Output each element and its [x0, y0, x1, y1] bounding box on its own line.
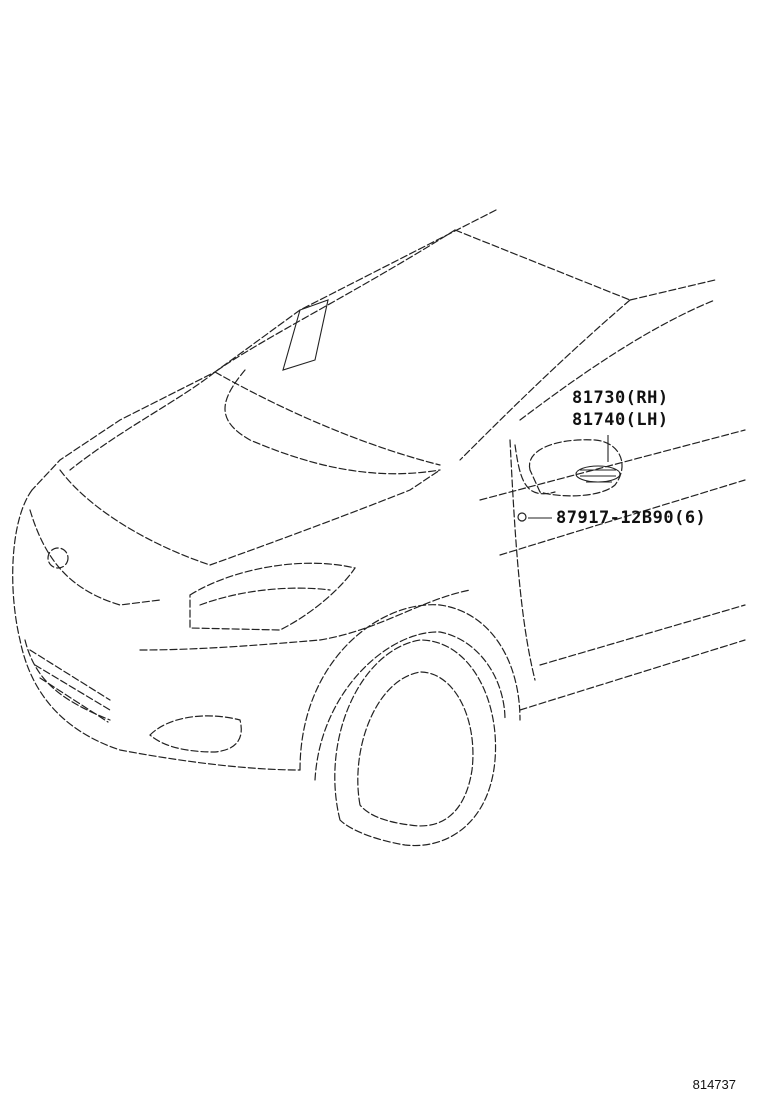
grille-slats	[29, 649, 111, 723]
bumper-outline	[12, 489, 301, 771]
part-number-mirror-rh: 81730(RH)	[572, 388, 669, 408]
door-front-edge	[509, 439, 536, 681]
hood-side-edge	[209, 469, 441, 566]
beltline	[479, 429, 746, 501]
mirror-base	[514, 444, 556, 495]
window-line	[519, 299, 716, 421]
door-lower-line	[539, 604, 746, 666]
headlight-inner	[199, 587, 331, 606]
windshield-left-pillar	[214, 229, 456, 373]
hood-crease-center	[224, 369, 441, 475]
roof-edge-line	[31, 209, 497, 491]
roof-right-line	[629, 279, 716, 301]
windshield-bottom	[214, 371, 441, 466]
hood-crease-left	[69, 371, 216, 471]
tire-outline	[334, 639, 497, 847]
fender-line	[139, 589, 471, 651]
grille-upper	[29, 509, 161, 606]
door-sill	[519, 639, 746, 711]
part-number-screw: 87917-12B90(6)	[556, 508, 707, 528]
windshield-top	[454, 229, 631, 301]
grille-lower	[24, 639, 111, 721]
wheel-arch-inner	[314, 631, 506, 781]
part-number-mirror-lh: 81740(LH)	[572, 410, 669, 430]
screw-part	[517, 512, 527, 522]
rearview-mirror-mount	[282, 299, 329, 371]
emblem-outline	[47, 547, 69, 569]
mirror-cover-hatching	[580, 469, 616, 483]
wheel-arch	[299, 604, 521, 771]
hood-front-edge	[59, 469, 211, 566]
mirror-housing	[528, 439, 623, 497]
a-pillar	[459, 299, 631, 461]
foglamp-outline	[149, 715, 242, 753]
door-upper-line	[499, 479, 746, 556]
headlight-outline	[189, 562, 356, 631]
diagram-id: 814737	[692, 1077, 736, 1092]
wheel-rim	[357, 671, 474, 827]
